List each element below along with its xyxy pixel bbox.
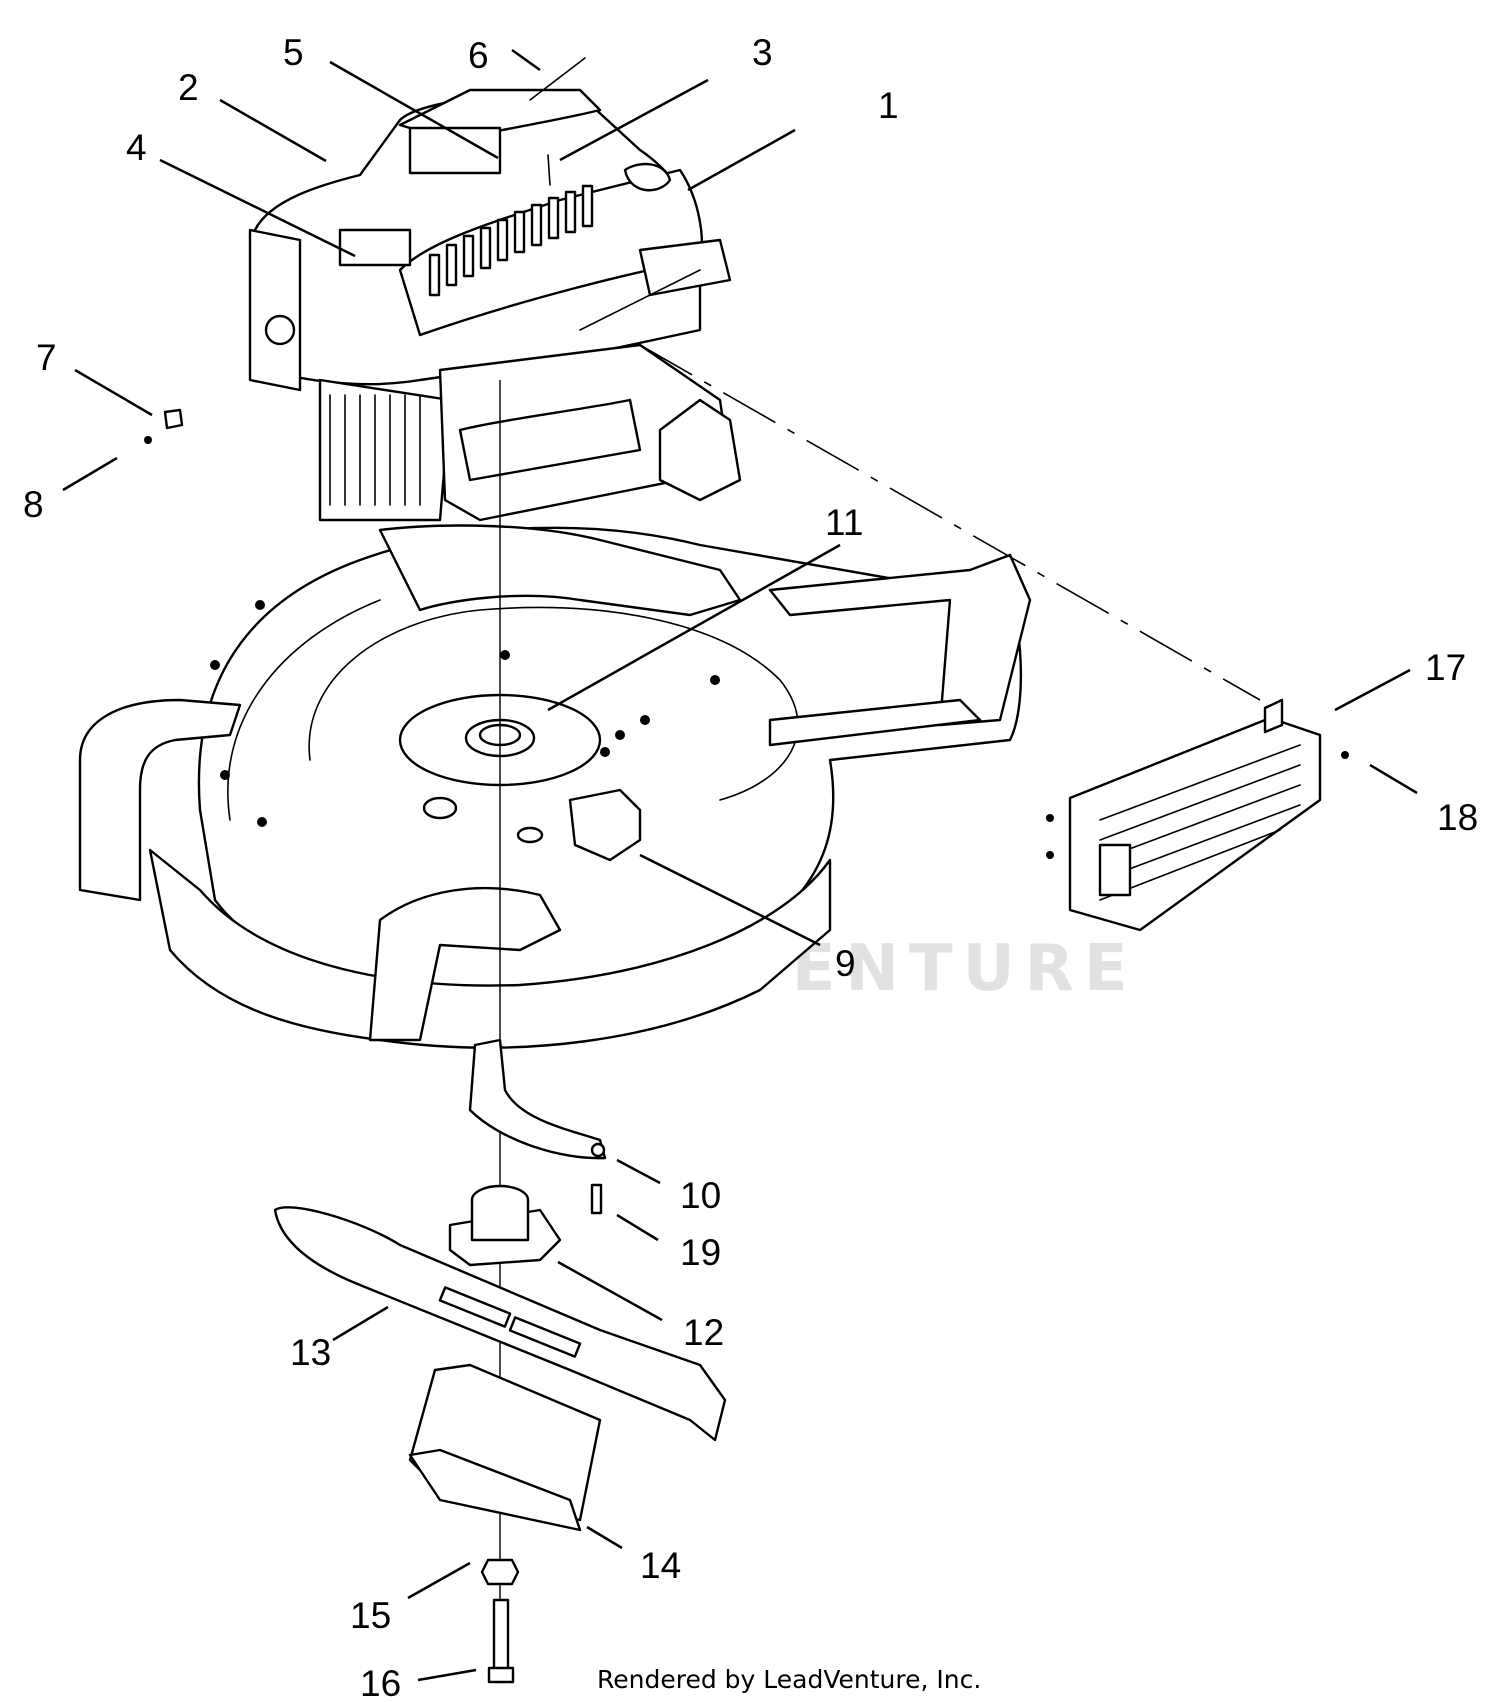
leader-1 — [687, 128, 796, 192]
bolt-part-16 — [487, 1598, 515, 1684]
leader-3 — [559, 78, 709, 162]
discharge-chute — [1046, 698, 1349, 932]
leader-8 — [62, 456, 118, 492]
screw-part-3 — [547, 154, 551, 186]
callout-19: 19 — [680, 1232, 721, 1273]
blade-part-13 — [273, 1206, 727, 1442]
leader-14 — [586, 1525, 623, 1550]
leader-7 — [74, 368, 153, 417]
leader-5 — [329, 60, 499, 160]
callout-4: 4 — [126, 127, 147, 168]
blade-brace-part-10 — [468, 1038, 607, 1160]
leader-17 — [1334, 668, 1411, 712]
callout-17: 17 — [1425, 647, 1466, 688]
callout-5: 5 — [283, 32, 304, 73]
nut-part-15 — [480, 1558, 520, 1586]
callout-13: 13 — [290, 1332, 331, 1373]
engine — [248, 88, 742, 522]
render-credit: Rendered by LeadVenture, Inc. — [597, 1665, 981, 1694]
cable-part-6 — [529, 57, 586, 101]
callout-8: 8 — [23, 484, 44, 525]
callout-3: 3 — [752, 32, 773, 73]
callout-12: 12 — [683, 1312, 724, 1353]
callout-15: 15 — [350, 1595, 391, 1636]
callout-18: 18 — [1437, 797, 1478, 838]
callout-6: 6 — [468, 35, 489, 76]
small-parts-7-8 — [144, 408, 184, 444]
leader-10 — [616, 1158, 661, 1185]
callout-14: 14 — [640, 1545, 681, 1586]
bolt-part-19 — [590, 1183, 603, 1215]
callout-16: 16 — [360, 1663, 401, 1702]
leader-2 — [219, 98, 327, 163]
callout-1: 1 — [878, 85, 899, 126]
leader-4 — [159, 158, 356, 258]
leader-11 — [547, 543, 841, 712]
leader-19 — [616, 1213, 659, 1242]
cooling-fins — [329, 394, 421, 506]
alignment-line — [639, 344, 1261, 701]
callout-2: 2 — [178, 67, 199, 108]
callout-9: 9 — [835, 943, 856, 984]
leader-18 — [1369, 763, 1418, 795]
leader-6 — [511, 48, 541, 72]
grille-slots — [428, 184, 594, 297]
blade-adapter-part-12 — [448, 1184, 562, 1267]
leader-9 — [639, 853, 821, 947]
leader-16 — [417, 1668, 477, 1682]
callout-7: 7 — [36, 337, 57, 378]
mulching-blade-part-14 — [408, 1363, 602, 1532]
leader-15 — [407, 1561, 471, 1600]
leader-12 — [557, 1260, 663, 1322]
callout-10: 10 — [680, 1175, 721, 1216]
callout-11: 11 — [825, 502, 863, 543]
leader-13 — [332, 1305, 389, 1342]
